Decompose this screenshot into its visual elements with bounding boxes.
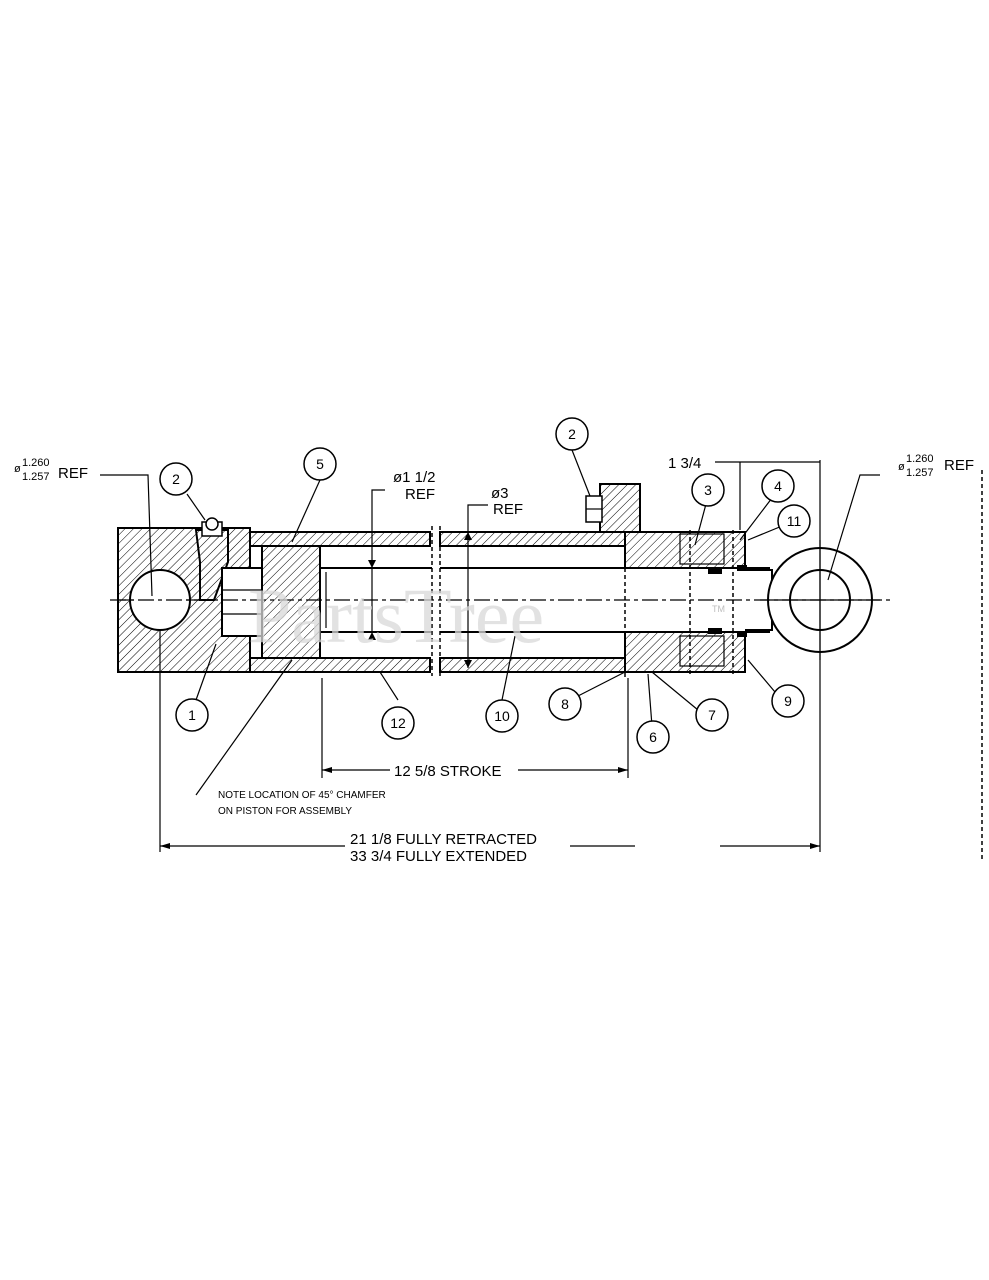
callout-leaders <box>186 449 783 727</box>
pin-right-bottom: 1.257 <box>906 467 934 479</box>
note-line-2: ON PISTON FOR ASSEMBLY <box>218 806 352 817</box>
callout-number: 2 <box>172 471 180 487</box>
gland-head <box>585 483 747 678</box>
callout-9: 9 <box>771 684 805 718</box>
callout-2-right: 2 <box>555 417 589 451</box>
callout-number: 5 <box>316 456 324 472</box>
watermark-tm: TM <box>712 604 725 614</box>
bore-ref: REF <box>493 501 523 518</box>
callout-number: 6 <box>649 729 657 745</box>
callout-number: 8 <box>561 696 569 712</box>
callout-2-left: 2 <box>159 462 193 496</box>
stroke-dimension: 12 5/8 STROKE <box>394 763 502 780</box>
note-line-1: NOTE LOCATION OF 45° CHAMFER <box>218 790 386 801</box>
callout-8: 8 <box>548 687 582 721</box>
diameter-symbol-left: ø <box>14 463 21 475</box>
pin-left-bottom: 1.257 <box>22 471 50 483</box>
callout-number: 11 <box>787 513 802 529</box>
callout-4: 4 <box>761 469 795 503</box>
diameter-symbol-right: ø <box>898 461 905 473</box>
callout-number: 10 <box>494 708 510 724</box>
retracted-dimension: 21 1/8 FULLY RETRACTED <box>350 831 537 848</box>
callout-number: 1 <box>188 707 196 723</box>
callout-7: 7 <box>695 698 729 732</box>
callout-5: 5 <box>303 447 337 481</box>
callout-1: 1 <box>175 698 209 732</box>
callout-10: 11 <box>777 504 811 538</box>
pin-left-top: 1.260 <box>22 457 50 469</box>
callout-6: 6 <box>636 720 670 754</box>
callout-12: 12 <box>381 706 415 740</box>
callout-number: 9 <box>784 693 792 709</box>
bore-diameter: ø3 <box>491 485 509 502</box>
extended-dimension: 33 3/4 FULLY EXTENDED <box>350 848 527 865</box>
watermark: PartsTree <box>248 572 544 659</box>
callout-number: 4 <box>774 478 782 494</box>
callout-number: 3 <box>704 482 712 498</box>
callout-number: 2 <box>568 426 576 442</box>
pin-left-ref: REF <box>58 465 88 482</box>
rod-diameter: ø1 1/2 <box>393 469 436 486</box>
pin-right-top: 1.260 <box>906 453 934 465</box>
pin-right-ref: REF <box>944 457 974 474</box>
dimension-lines <box>100 460 880 852</box>
callout-11: 10 <box>485 699 519 733</box>
callout-number: 7 <box>708 707 716 723</box>
callout-number: 12 <box>390 715 406 731</box>
rod-ref: REF <box>405 486 435 503</box>
callout-3: 3 <box>691 473 725 507</box>
gland-length: 1 3/4 <box>668 455 701 472</box>
piston-nut <box>221 567 268 637</box>
